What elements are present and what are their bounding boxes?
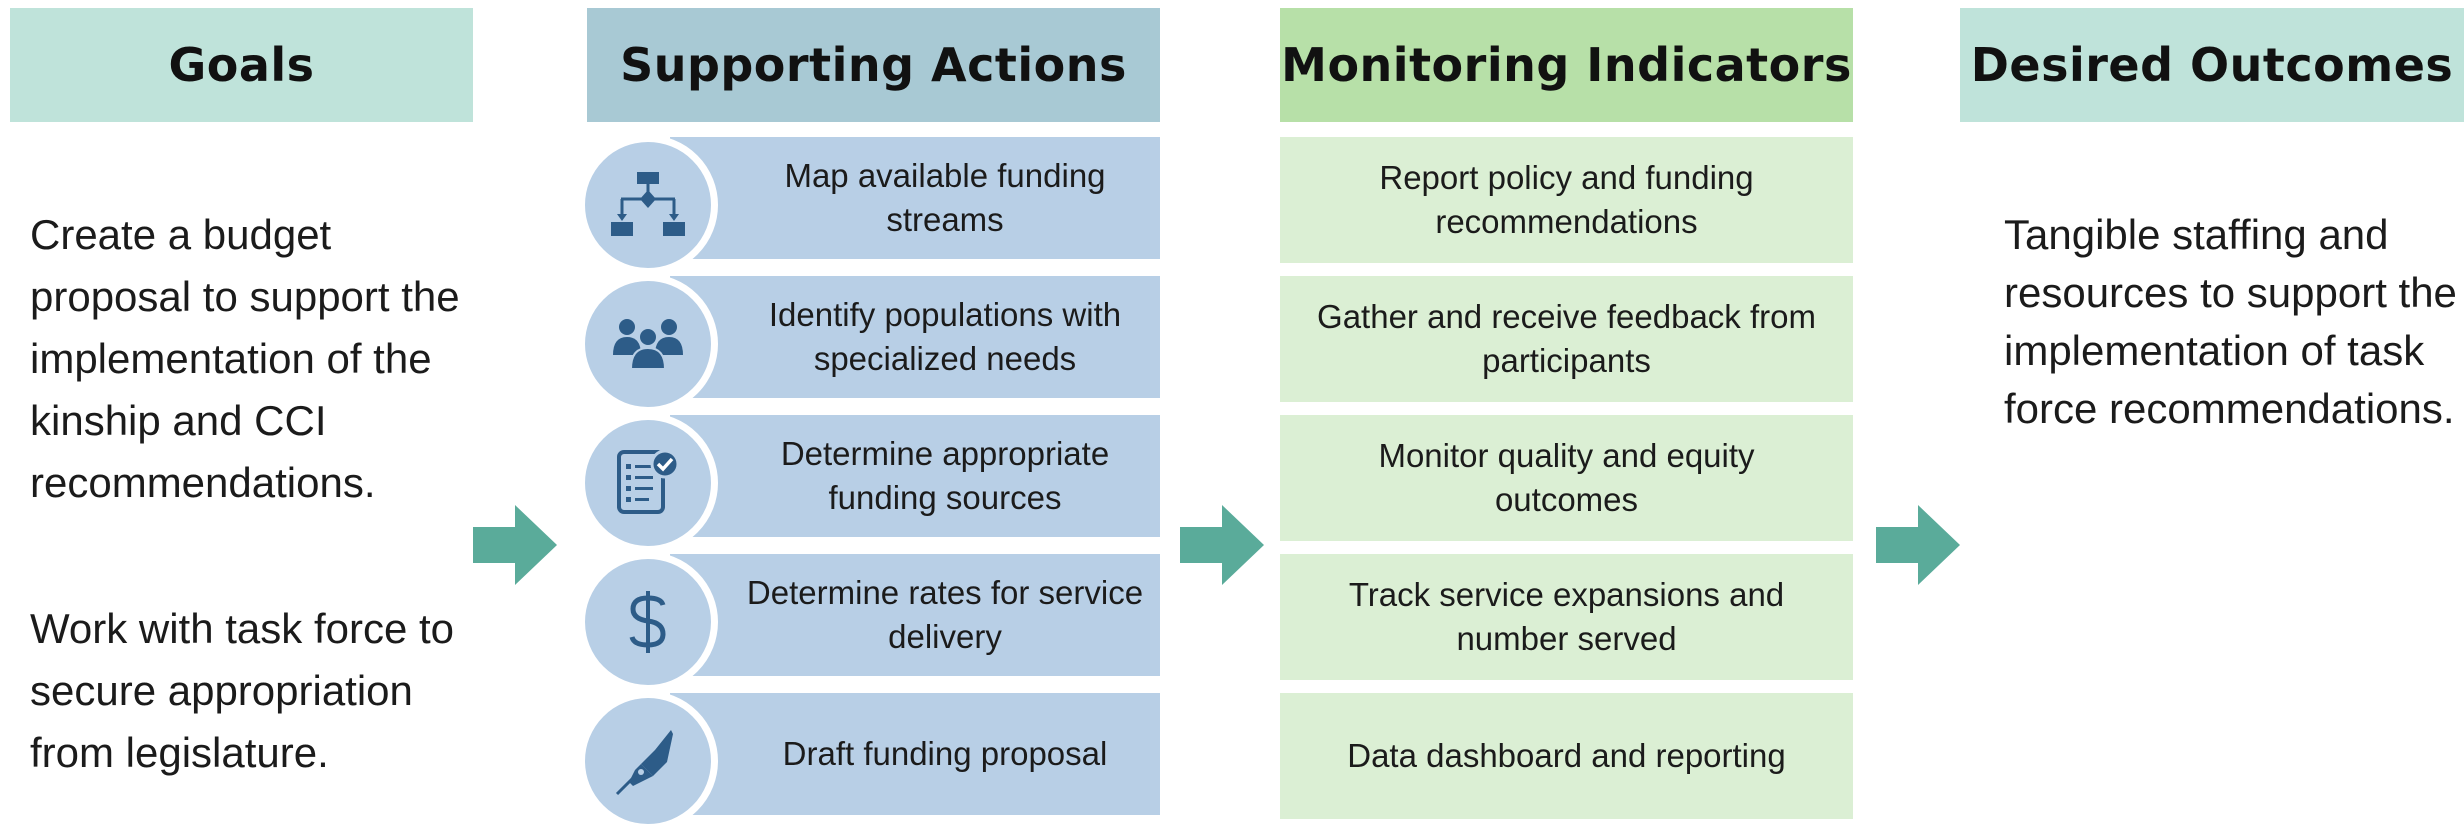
supporting-actions-header: Supporting Actions <box>587 8 1160 122</box>
fountain-pen-icon <box>615 730 673 796</box>
monitoring-indicators-header: Monitoring Indicators <box>1280 8 1853 122</box>
action-label: Map available funding streams <box>784 157 1106 238</box>
arrow-right-icon <box>1180 505 1264 585</box>
arrow-right-icon <box>473 505 557 585</box>
action-bar: Identify populations with specialized ne… <box>670 276 1160 398</box>
action-icon-circle <box>578 413 718 553</box>
action-icon-circle <box>578 135 718 275</box>
action-bar: Determine appropriate funding sources <box>670 415 1160 537</box>
goals-header: Goals <box>10 8 473 122</box>
desired-outcome-text: Tangible staffing and resources to suppo… <box>2004 211 2457 432</box>
action-icon-circle <box>578 691 718 831</box>
goal-secure-appropriation: Work with task force to secure appropria… <box>30 605 455 776</box>
people-group-icon <box>613 319 683 370</box>
arrow-right-icon <box>1876 505 1960 585</box>
monitoring-indicator: Report policy and funding recommendation… <box>1280 137 1853 263</box>
action-item: Determine rates for service delivery <box>578 552 1160 692</box>
action-icon-circle <box>578 552 718 692</box>
action-item: Identify populations with specialized ne… <box>578 274 1160 414</box>
dollar-sign-icon <box>629 591 666 653</box>
action-item: Map available funding streams <box>578 135 1160 275</box>
monitoring-label: Track service expansions and number serv… <box>1348 576 1785 657</box>
checklist-document-icon <box>617 449 680 514</box>
action-item: Draft funding proposal <box>578 691 1160 831</box>
action-label: Determine rates for service delivery <box>746 574 1144 655</box>
monitoring-label: Report policy and funding recommendation… <box>1379 159 1754 240</box>
action-bar: Map available funding streams <box>670 137 1160 259</box>
monitoring-label: Gather and receive feedback from partici… <box>1317 298 1816 379</box>
monitoring-indicator: Track service expansions and number serv… <box>1280 554 1853 680</box>
action-item: Determine appropriate funding sources <box>578 413 1160 553</box>
action-label: Identify populations with specialized ne… <box>768 296 1122 377</box>
monitoring-indicator: Gather and receive feedback from partici… <box>1280 276 1853 402</box>
action-label: Draft funding proposal <box>782 735 1108 772</box>
action-bar: Draft funding proposal <box>670 693 1160 815</box>
goal-budget-proposal: Create a budget proposal to support the … <box>30 211 460 506</box>
action-bar: Determine rates for service delivery <box>670 554 1160 676</box>
flowchart-icon <box>611 172 685 236</box>
monitoring-indicator: Monitor quality and equity outcomes <box>1280 415 1853 541</box>
monitoring-label: Data dashboard and reporting <box>1347 737 1786 774</box>
desired-outcomes-header: Desired Outcomes <box>1960 8 2464 122</box>
action-label: Determine appropriate funding sources <box>780 435 1110 516</box>
action-icon-circle <box>578 274 718 414</box>
monitoring-label: Monitor quality and equity outcomes <box>1378 437 1755 518</box>
monitoring-indicator: Data dashboard and reporting <box>1280 693 1853 819</box>
